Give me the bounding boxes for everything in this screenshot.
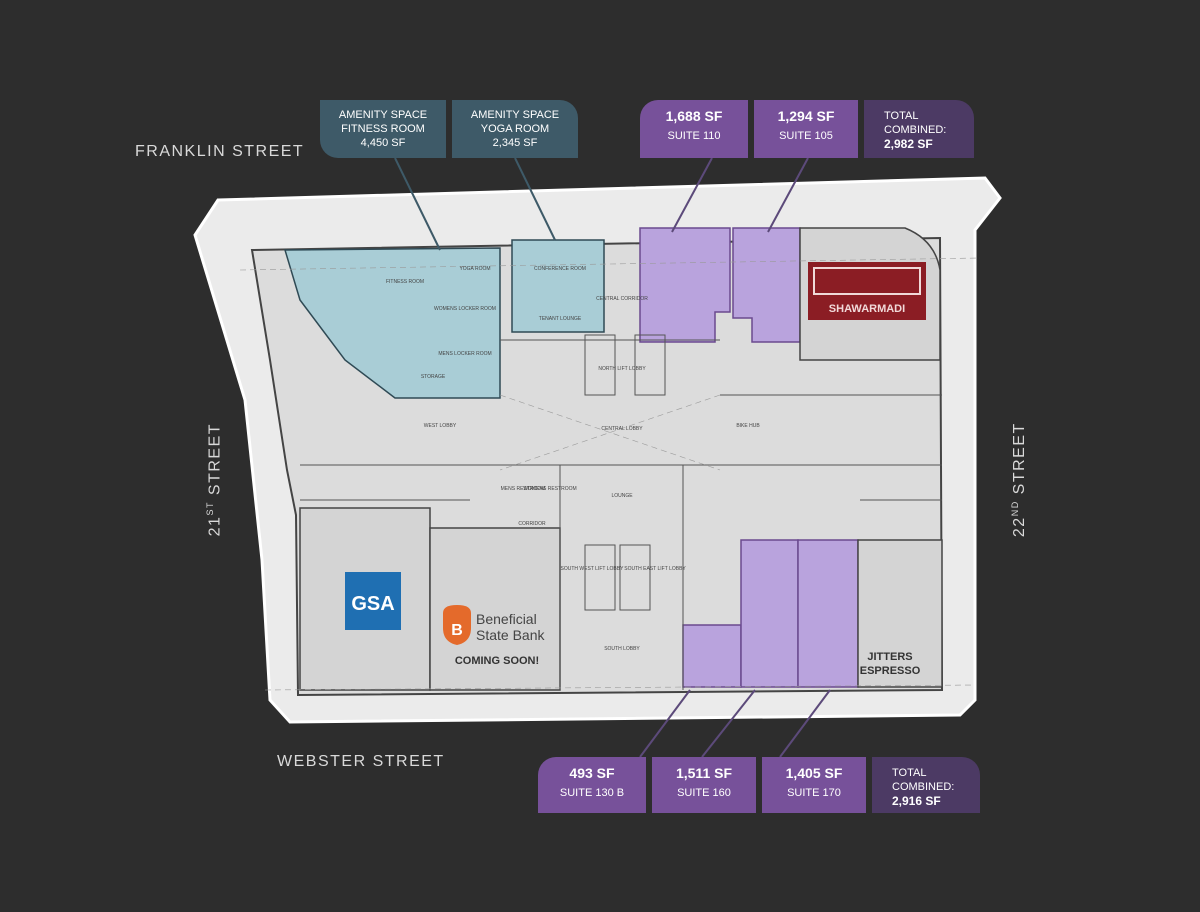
suite-160-area: [740, 539, 799, 688]
bank-initial: B: [451, 622, 463, 639]
room-yoga: YOGA ROOM: [459, 266, 490, 272]
bank-name-line2: State Bank: [476, 627, 545, 643]
street-franklin: FRANKLIN STREET: [135, 143, 305, 160]
room-lounge: LOUNGE: [611, 493, 633, 499]
room-conference: CONFERENCE ROOM: [534, 266, 586, 272]
leader-yoga: [514, 157, 556, 241]
room-south-lobby: SOUTH LOBBY: [604, 646, 640, 652]
shawarma-logo: [808, 262, 926, 320]
room-corridor: CORRIDOR: [518, 521, 546, 527]
fitness-room-area: [283, 247, 501, 399]
street-22nd: 22ND STREET: [1009, 422, 1029, 538]
room-central-corridor: CENTRAL CORRIDOR: [596, 296, 648, 302]
room-tenant-lounge: TENANT LOUNGE: [539, 316, 582, 322]
bank-name-line1: Beneficial: [476, 611, 537, 627]
bank-note: COMING SOON!: [455, 655, 539, 667]
jitters-line1: JITTERS: [867, 651, 912, 663]
yoga-room-area: [511, 239, 605, 333]
suite-130b-label: 493 SF SUITE 130 B: [538, 757, 646, 813]
room-womens-restroom: WOMENS RESTROOM: [523, 486, 576, 492]
suite-170-label: 1,405 SF SUITE 170: [762, 757, 866, 813]
leader-suite-160: [701, 689, 756, 758]
room-womens-locker: WOMENS LOCKER ROOM: [434, 306, 496, 312]
gsa-space: [299, 507, 431, 691]
gsa-logo: [345, 572, 401, 630]
leader-suite-105: [767, 157, 809, 233]
amenity-yoga-label: AMENITY SPACE YOGA ROOM 2,345 SF: [452, 100, 578, 158]
bottom-total-label: TOTAL COMBINED: 2,916 SF: [872, 757, 980, 813]
jitters-space: [857, 539, 943, 688]
street-21st: 21ST STREET: [205, 422, 224, 537]
street-webster: WEBSTER STREET: [277, 753, 445, 770]
room-sw-lift: SOUTH WEST LIFT LOBBY: [561, 566, 625, 572]
suite-170-area: [797, 539, 859, 688]
room-mens-locker: MENS LOCKER ROOM: [438, 351, 491, 357]
shawarma-logo-text: SHAWARMADI: [829, 303, 905, 315]
suite-110-area: [639, 227, 731, 343]
suite-105-label: 1,294 SF SUITE 105: [754, 100, 858, 158]
room-central-lobby: CENTRAL LOBBY: [601, 426, 643, 432]
top-total-label: TOTAL COMBINED: 2,982 SF: [864, 100, 974, 158]
room-fitness: FITNESS ROOM: [386, 279, 424, 285]
bank-acorn-icon: [443, 605, 471, 645]
leader-suite-110: [671, 157, 713, 233]
room-west-lobby: WEST LOBBY: [424, 423, 457, 429]
leader-suite-170: [779, 689, 831, 758]
leader-suite-130b: [639, 689, 691, 758]
room-bike-hub: BIKE HUB: [736, 423, 760, 429]
bank-space: [429, 527, 561, 691]
suite-110-label: 1,688 SF SUITE 110: [640, 100, 748, 158]
room-mens-restroom: MENS RESTROOM: [501, 486, 546, 492]
amenity-fitness-label: AMENITY SPACE FITNESS ROOM 4,450 SF: [320, 100, 446, 158]
gsa-logo-text: GSA: [351, 593, 394, 615]
room-storage: STORAGE: [421, 374, 446, 380]
leader-fitness: [394, 157, 441, 251]
room-north-lift: NORTH LIFT LOBBY: [598, 366, 646, 372]
suite-130b-area: [682, 624, 742, 688]
jitters-line2: ESPRESSO: [860, 665, 921, 677]
room-se-lift: SOUTH EAST LIFT LOBBY: [624, 566, 686, 572]
suite-160-label: 1,511 SF SUITE 160: [652, 757, 756, 813]
